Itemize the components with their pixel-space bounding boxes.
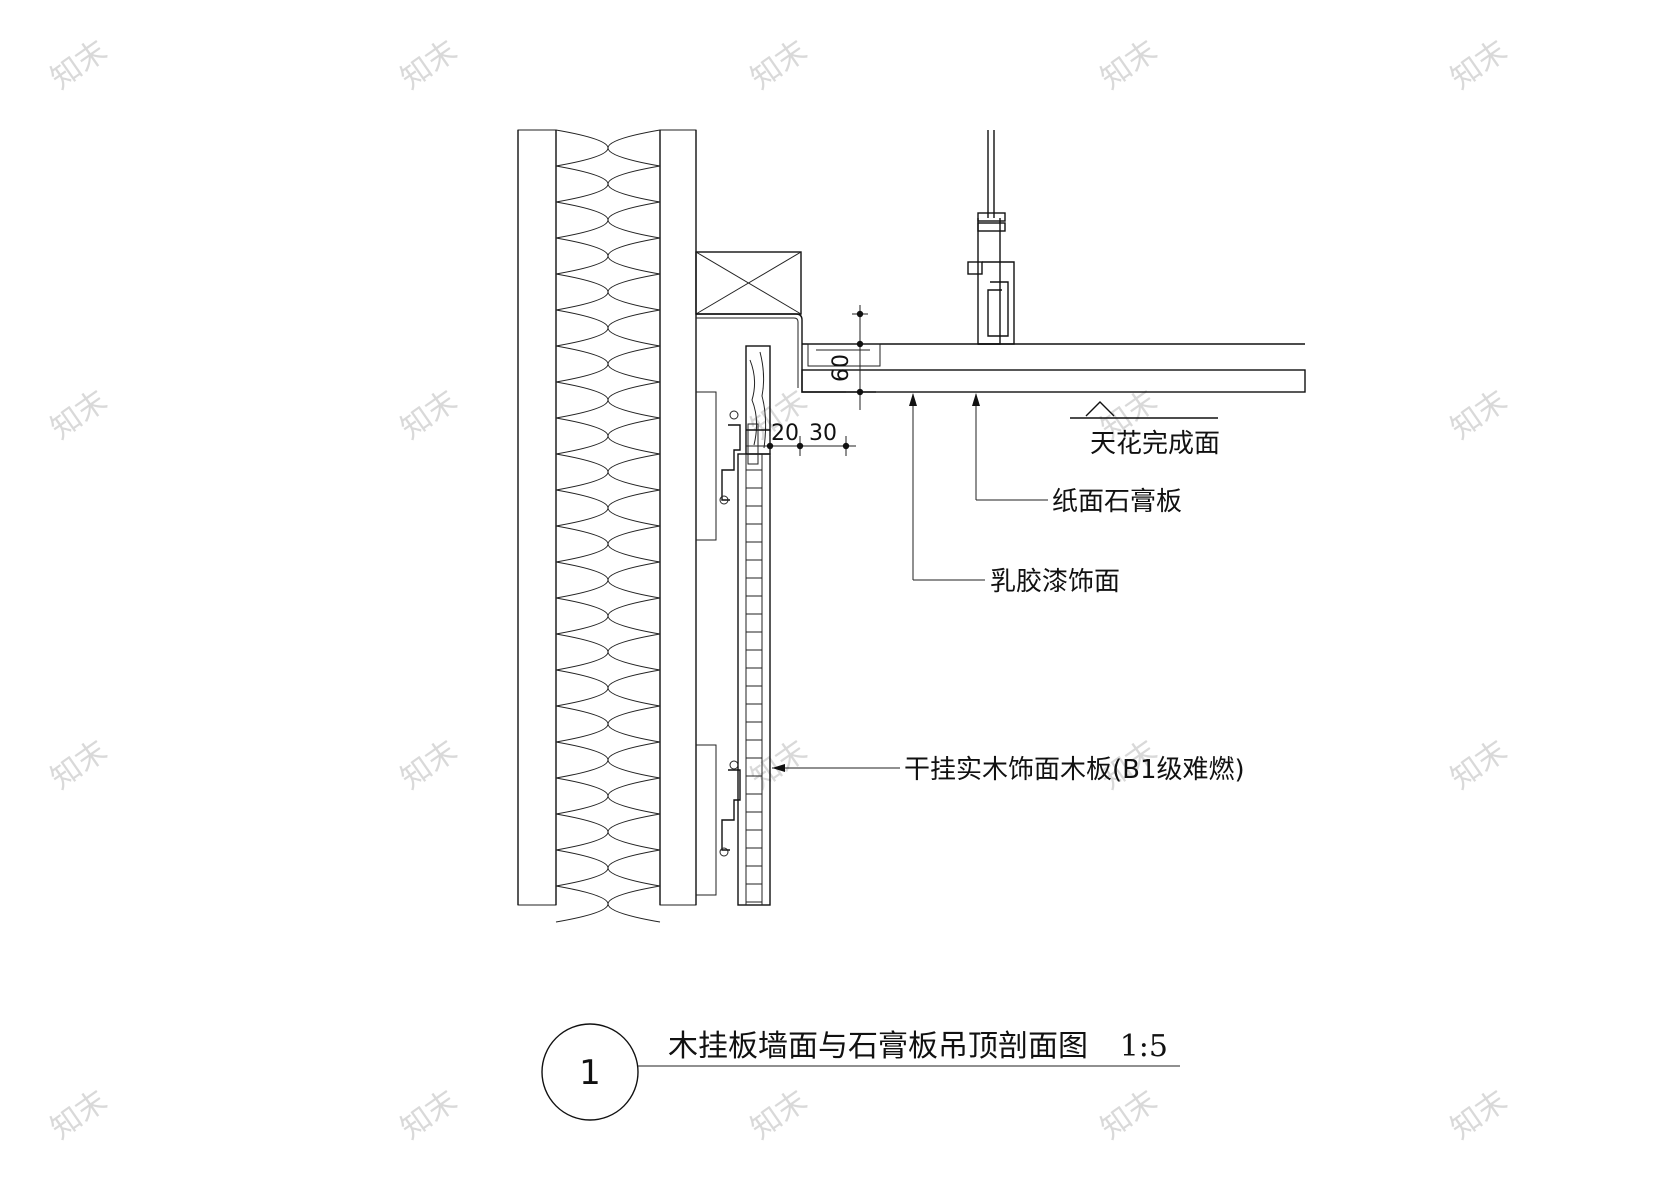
title-block: 1 木挂板墙面与石膏板吊顶剖面图 1:5 [541, 1023, 1180, 1121]
ceiling-hanger [967, 130, 1015, 345]
detail-number-circle [541, 1023, 639, 1121]
dim-offset-b-label: 30 [809, 421, 837, 446]
watermark-logo: 知末 [45, 733, 114, 796]
dimension-vertical: 60 [829, 305, 876, 410]
detail-number: 1 [579, 1053, 601, 1093]
watermark-logo: 知末 [1095, 33, 1164, 96]
wall-plaster-left [517, 129, 557, 906]
watermark-logo: 知末 [45, 1083, 114, 1146]
watermark-logo: 知末 [1445, 1083, 1514, 1146]
watermark-logo: 知末 [745, 1083, 814, 1146]
gypsum-board-layer [801, 369, 1306, 393]
drawing-title: 木挂板墙面与石膏板吊顶剖面图 [668, 1029, 1088, 1064]
drawing-scale: 1:5 [1120, 1029, 1168, 1064]
wood-panel-system [696, 345, 771, 906]
watermark-logo: 知末 [1445, 383, 1514, 446]
metal-angle [696, 313, 876, 393]
watermark-logo: 知末 [395, 383, 464, 446]
watermark-logo: 知末 [1445, 733, 1514, 796]
watermark-layer: 知末知末知末知末知末知末知末知末知末知末知末知末知末知末知末知末知末知末知末知末 [45, 33, 1514, 1146]
dim-offset-a-label: 20 [771, 421, 799, 446]
watermark-logo: 知末 [45, 383, 114, 446]
watermark-logo: 知末 [395, 1083, 464, 1146]
wall-plaster-right [659, 129, 697, 906]
timber-block [695, 251, 802, 315]
dimension-horizontal: 20 30 [746, 421, 856, 456]
label-latex-paint: 乳胶漆饰面 [990, 567, 1120, 597]
watermark-logo: 知末 [745, 33, 814, 96]
leader-latex [909, 393, 985, 581]
leader-gypsum [972, 393, 1048, 501]
watermark-logo: 知末 [1445, 33, 1514, 96]
watermark-logo: 知末 [395, 733, 464, 796]
ceiling-section [801, 343, 1306, 419]
watermark-logo: 知末 [395, 33, 464, 96]
dim-gap-label: 60 [829, 354, 854, 382]
leader-wood-panel [772, 764, 900, 772]
watermark-logo: 知末 [745, 733, 814, 796]
wall-section [517, 129, 697, 923]
label-gypsum-board: 纸面石膏板 [1052, 487, 1182, 517]
label-ceiling-finish: 天花完成面 [1090, 429, 1220, 459]
watermark-logo: 知末 [1095, 1083, 1164, 1146]
wall-insulation [555, 129, 661, 923]
watermark-logo: 知末 [45, 33, 114, 96]
label-wood-panel: 干挂实木饰面木板(B1级难燃) [904, 755, 1245, 785]
